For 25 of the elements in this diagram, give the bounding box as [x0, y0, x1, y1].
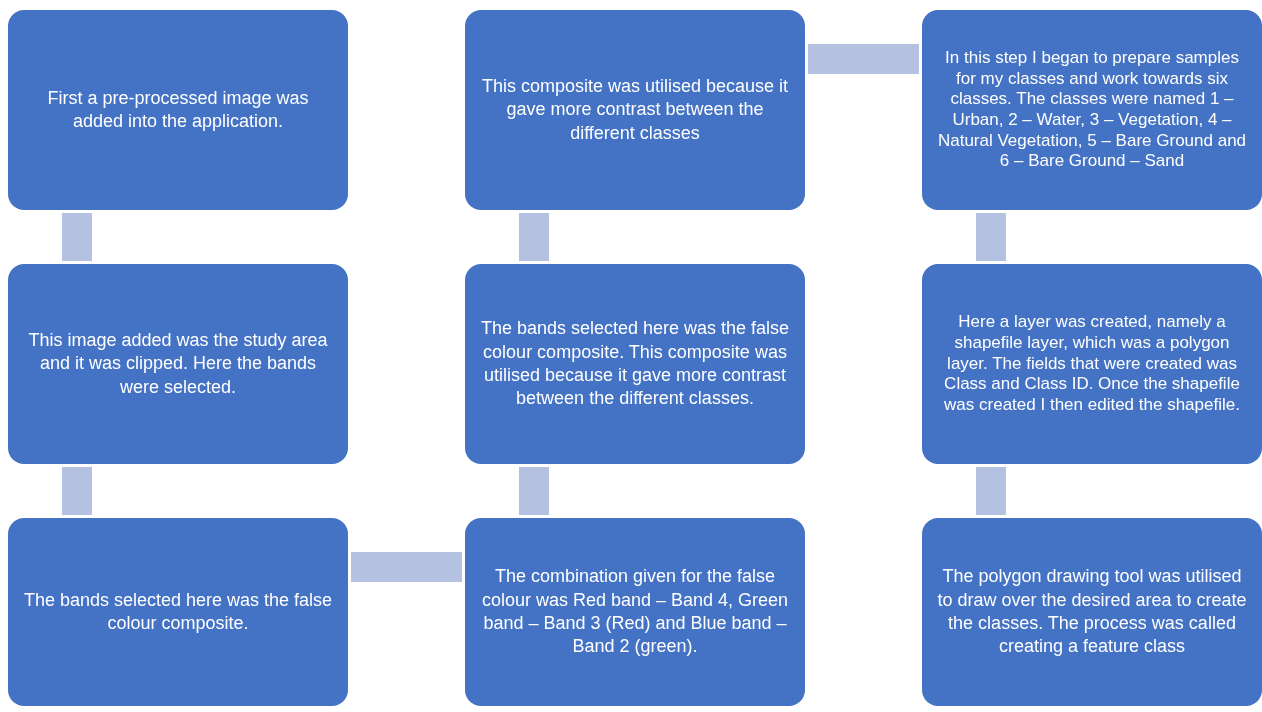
process-box — [922, 518, 1262, 706]
process-box — [8, 10, 348, 210]
step-text: The combination given for the false colour was Red band – Band 4, Green band – Band 3 (Red) and Blue band – Band 2 (green). — [480, 565, 790, 659]
connector-bar — [808, 44, 919, 74]
step-text: This composite was utilised because it gave more contrast between the different classes — [480, 74, 790, 145]
connector-bar — [351, 552, 462, 582]
process-box — [465, 264, 805, 464]
step-text: First a pre-processed image was added into the application. — [46, 86, 310, 133]
process-box — [922, 10, 1262, 210]
step-text: Here a layer was created, namely a shapefile layer, which was a polygon layer. The fields that were created was Class and Class ID. Once the shapefile was created I then edited the shapefile. — [943, 312, 1241, 416]
step-text: The polygon drawing tool was utilised to draw over the desired area to create the classes. The process was called creating a feature class — [936, 565, 1248, 659]
process-box — [8, 518, 348, 706]
connector-bar — [519, 213, 549, 261]
connector-bar — [976, 213, 1006, 261]
process-box — [465, 518, 805, 706]
step-text: The bands selected here was the false colour composite. This composite was utilised because it gave more contrast between the different classes. — [479, 317, 791, 411]
step-text: This image added was the study area and it was clipped. Here the bands were selected. — [27, 328, 329, 399]
connector-bar — [62, 213, 92, 261]
step-text: The bands selected here was the false colour composite. — [22, 588, 334, 635]
process-box — [8, 264, 348, 464]
connector-bar — [62, 467, 92, 515]
connector-bar — [519, 467, 549, 515]
process-box — [922, 264, 1262, 464]
step-text: In this step I began to prepare samples for my classes and work towards six classes. The classes were named 1 – Urban, 2 – Water, 3 – Vegetation, 4 – Natural Vegetation, 5 – Bare Ground and 6 – Bare Ground – Sand — [936, 47, 1248, 173]
process-box — [465, 10, 805, 210]
